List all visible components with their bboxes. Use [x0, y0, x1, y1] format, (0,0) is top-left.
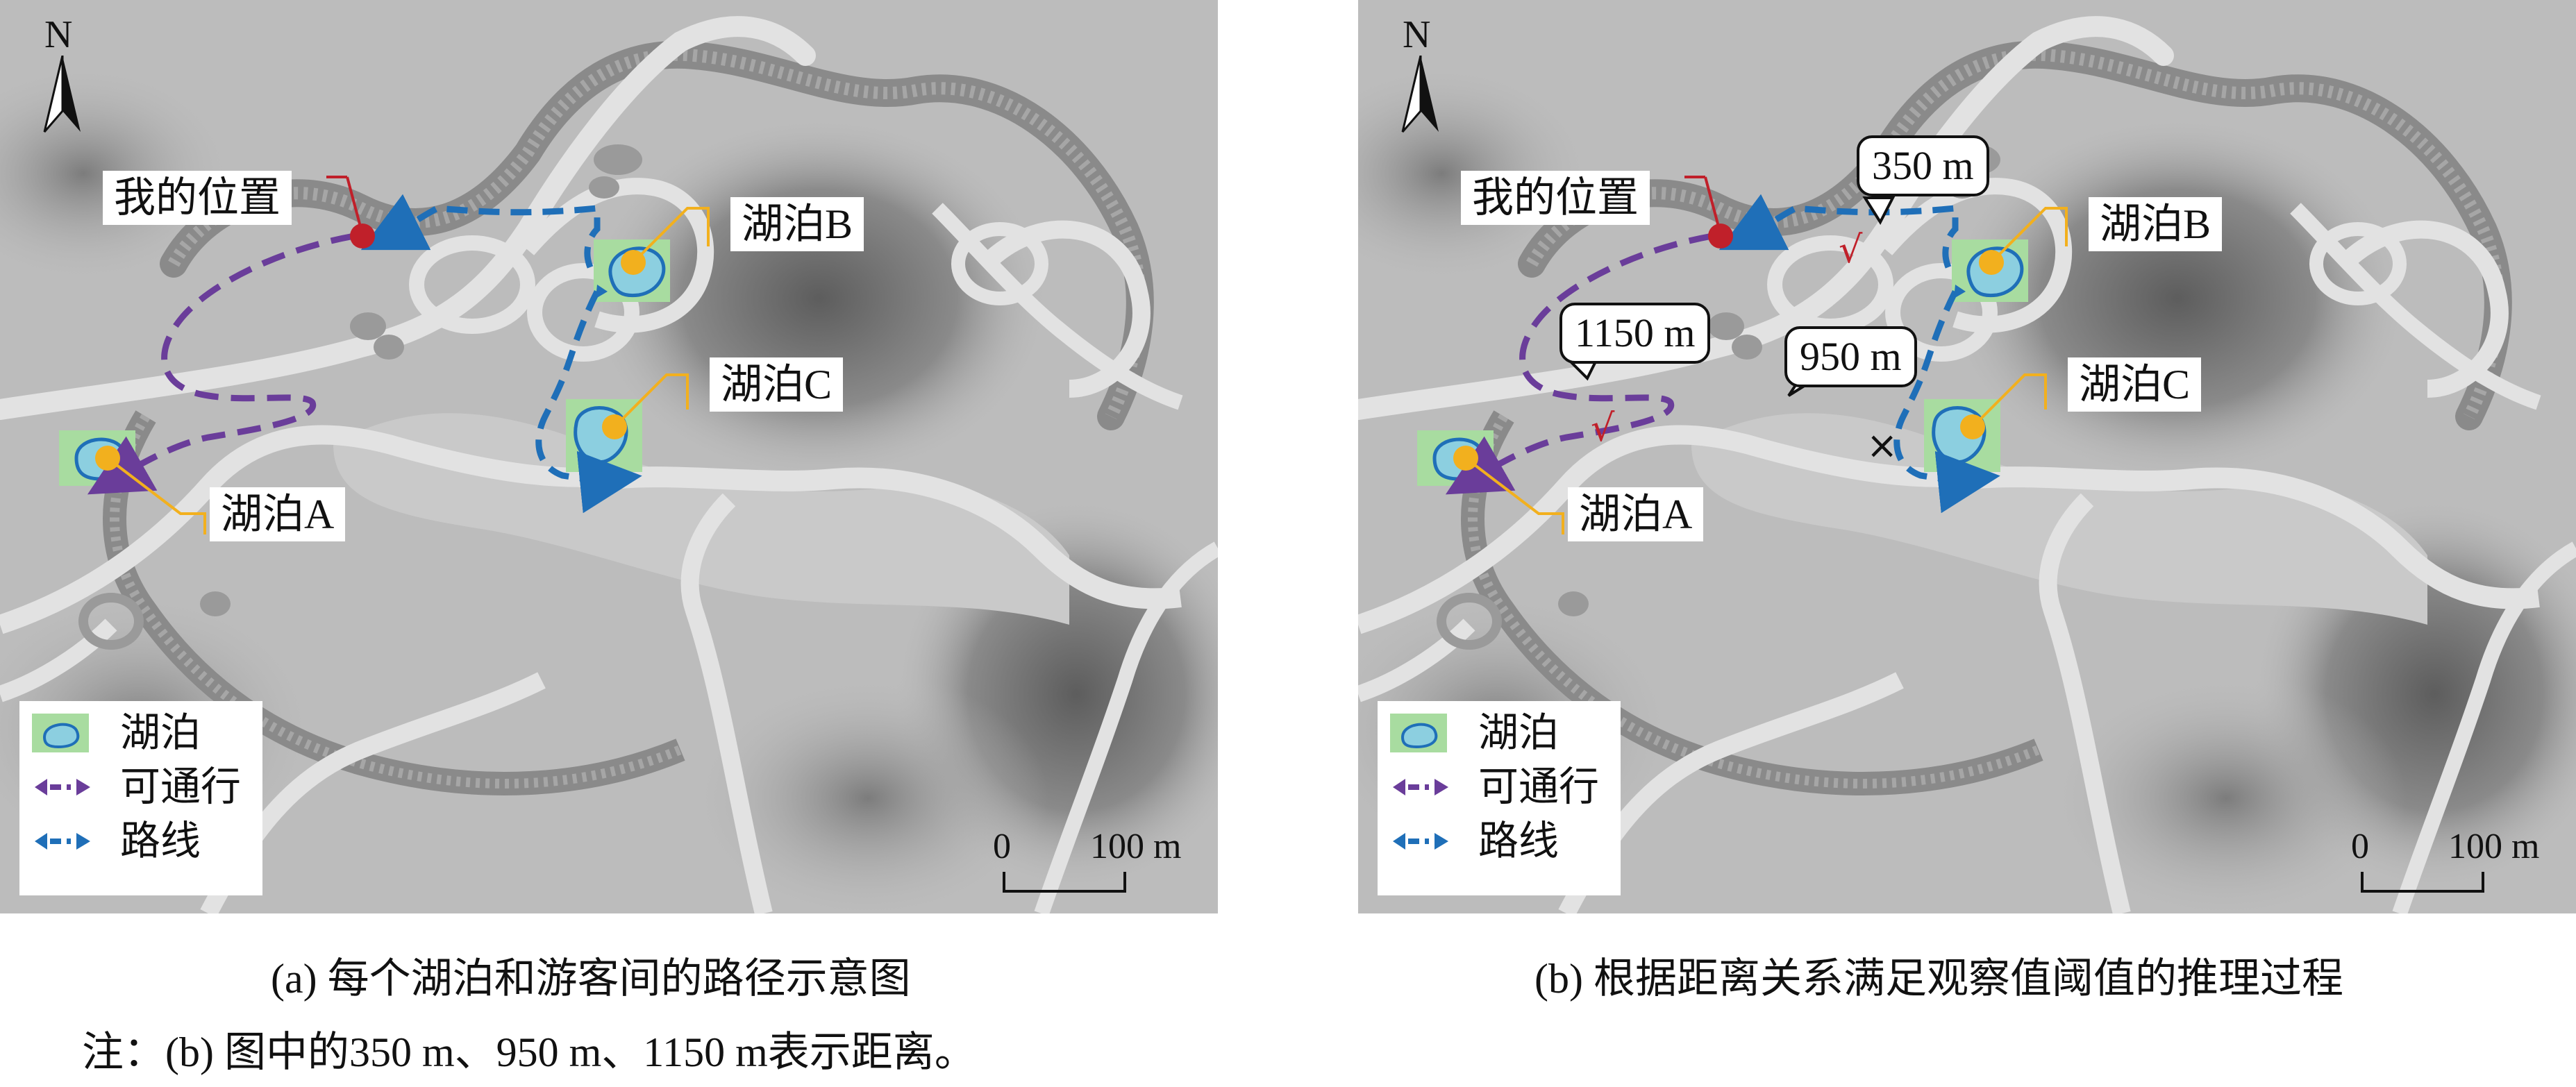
north-letter: N	[1403, 13, 1431, 56]
route-path	[360, 194, 601, 269]
caption-panel-a: (a) 每个湖泊和游客间的路径示意图	[271, 956, 911, 1002]
legend-lake: 湖泊	[19, 708, 262, 757]
legend-lake-text: 湖泊	[1478, 709, 1559, 756]
location-marker-icon	[1708, 224, 1733, 248]
legend-route: 路线	[19, 816, 262, 865]
caption-panel-b: (b) 根据距离关系满足观察值阈值的推理过程	[1534, 956, 2343, 1002]
lake-marker-icon	[1960, 414, 1985, 439]
passable-arrow-icon	[1393, 779, 1448, 795]
route-arrow-icon	[35, 833, 90, 850]
lake-marker-icon	[1453, 446, 1478, 471]
lake-icon	[1390, 714, 1447, 752]
location-marker-icon	[350, 224, 375, 248]
lake-b-label: 湖泊B	[730, 197, 864, 251]
legend-passable-text: 可通行	[1478, 763, 1600, 810]
map-legend: 湖泊 可通行 路线	[19, 701, 262, 895]
map-panel-b: 我的位置 湖泊B 湖泊C 湖泊A 350 m 1150 m 950 m √ √ …	[1358, 0, 2576, 913]
distance-callout-950: 950 m	[1784, 326, 1917, 387]
lake-marker-icon	[621, 250, 646, 275]
my-location-label: 我的位置	[1461, 171, 1650, 225]
cross-mark: ×	[1866, 423, 1898, 467]
distance-callout-350: 350 m	[1857, 135, 1989, 196]
lake-marker-icon	[95, 446, 120, 471]
legend-passable-text: 可通行	[120, 763, 242, 810]
north-arrow-icon: N	[36, 13, 92, 133]
check-mark: √	[1591, 406, 1615, 450]
lake-a-label: 湖泊A	[210, 487, 346, 541]
legend-route: 路线	[1378, 816, 1621, 865]
legend-passable: 可通行	[19, 762, 262, 811]
scale-distance: 100 m	[1090, 827, 1182, 866]
passable-arrow-icon	[35, 779, 90, 795]
scale-zero: 0	[2351, 827, 2369, 866]
route-path	[535, 289, 642, 514]
lake-marker-icon	[1979, 250, 2004, 275]
legend-passable: 可通行	[1378, 762, 1621, 811]
map-panel-a: 我的位置 湖泊B 湖泊C 湖泊A N 湖泊 可通行 路线 0 100 m	[0, 0, 1218, 913]
my-location-label: 我的位置	[103, 171, 292, 225]
legend-route-text: 路线	[120, 817, 201, 864]
lake-a-label: 湖泊A	[1568, 487, 1704, 541]
passable-path	[1445, 233, 1713, 495]
legend-route-text: 路线	[1478, 817, 1559, 864]
map-legend: 湖泊 可通行 路线	[1378, 701, 1621, 895]
scale-bar: 0 100 m	[2351, 826, 2573, 902]
scale-distance: 100 m	[2448, 827, 2540, 866]
legend-lake-text: 湖泊	[120, 709, 201, 756]
route-path	[1893, 289, 2000, 514]
distance-callout-1150: 1150 m	[1559, 303, 1711, 364]
north-letter: N	[44, 13, 73, 56]
lake-c-label: 湖泊C	[2068, 357, 2202, 412]
scale-bar: 0 100 m	[993, 826, 1215, 902]
legend-lake: 湖泊	[1378, 708, 1621, 757]
terrain-map	[0, 0, 1218, 913]
north-arrow-icon: N	[1394, 13, 1450, 133]
lake-b-label: 湖泊B	[2089, 197, 2223, 251]
check-mark: √	[1839, 228, 1863, 271]
route-path	[1718, 194, 1959, 269]
lake-icon	[32, 714, 89, 752]
passable-path	[87, 233, 355, 495]
route-arrow-icon	[1393, 833, 1448, 850]
lake-marker-icon	[602, 414, 627, 439]
lake-c-label: 湖泊C	[710, 357, 844, 412]
figure-note: 注：(b) 图中的350 m、950 m、1150 m表示距离。	[82, 1029, 976, 1075]
scale-zero: 0	[993, 827, 1011, 866]
